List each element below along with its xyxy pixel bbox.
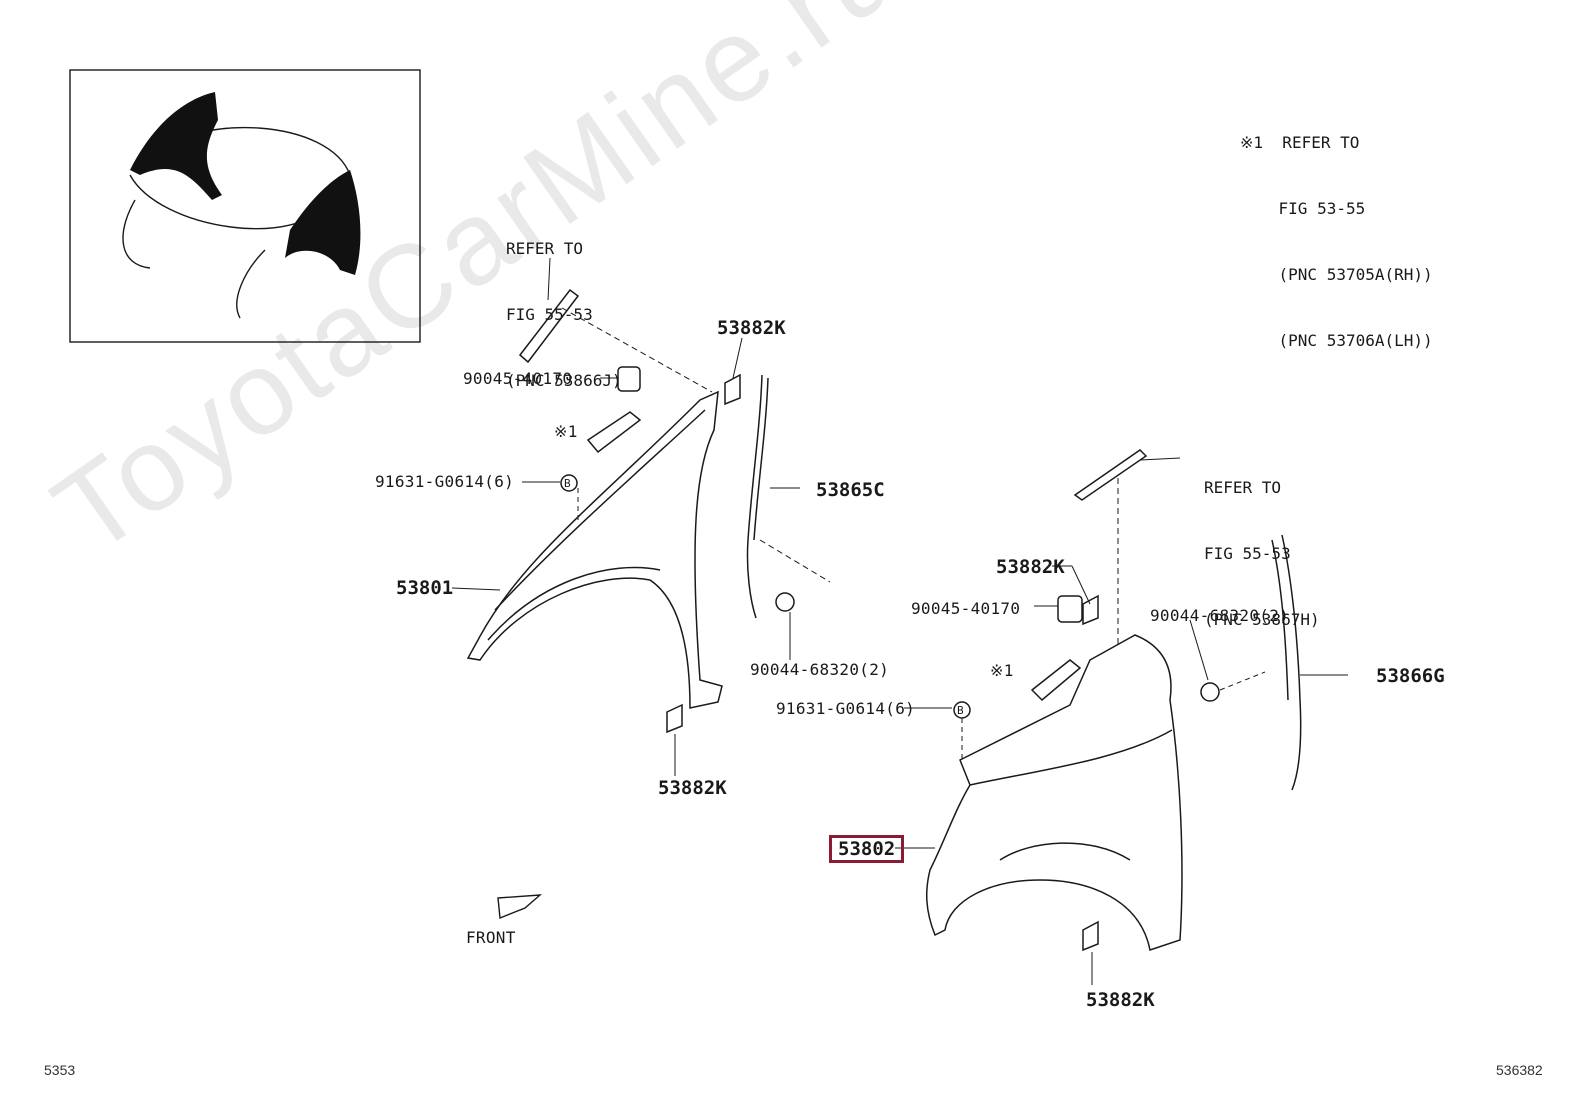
note-top-right: ※1 REFER TO FIG 53-55 (PNC 53705A(RH)) (… [1240, 133, 1433, 350]
label-91631-left: 91631-G0614(6) [375, 472, 515, 491]
label-53802-highlighted[interactable]: 53802 [829, 835, 905, 863]
inset-left-fender [130, 92, 222, 200]
left-pad-top [724, 373, 741, 406]
label-90044-left: 90044-68320(2) [750, 660, 890, 679]
label-90044-right: 90044-68320(2) [1150, 606, 1290, 625]
right-pad-bottom [1082, 920, 1099, 952]
left-bolt-b [560, 474, 578, 492]
right-top-molding [1073, 449, 1148, 501]
left-fender-53801 [466, 390, 723, 709]
label-90045-right: 90045-40170 [911, 599, 1021, 618]
front-arrow-icon [497, 894, 543, 919]
left-top-molding [518, 288, 580, 364]
left-clip-90045 [617, 366, 641, 392]
label-note1-right: ※1 [990, 661, 1014, 680]
inset-liner-outline [122, 199, 266, 319]
label-53882k-right-top: 53882K [996, 556, 1065, 578]
right-clip-90044 [1200, 682, 1220, 702]
right-seal-53866g [1281, 534, 1302, 791]
footer-left-code: 5353 [44, 1062, 76, 1078]
right-bracket [1030, 659, 1082, 702]
label-53801: 53801 [396, 577, 454, 599]
right-pad-top [1082, 594, 1099, 626]
label-91631-right: 91631-G0614(6) [776, 699, 916, 718]
inset-right-fender [285, 170, 361, 275]
note-refer-right: REFER TO FIG 55-53 (PNC 53867H) [1204, 478, 1320, 629]
label-53866g: 53866G [1376, 665, 1445, 687]
inset-frame [69, 69, 421, 343]
label-front: FRONT [466, 928, 516, 947]
right-fender-53802 [925, 634, 1183, 951]
label-90045-left: 90045-40170 [463, 369, 573, 388]
label-53882k-left-bottom: 53882K [658, 777, 727, 799]
label-note1-left: ※1 [554, 422, 578, 441]
note-refer-left: REFER TO FIG 55-53 (PNC 53866J) [506, 239, 622, 390]
left-clip-90044 [775, 592, 795, 612]
left-seal-53865c [746, 374, 763, 619]
right-clip-90045 [1057, 595, 1083, 623]
bolt-b-left: B [564, 477, 571, 490]
label-53882k-right-bottom: 53882K [1086, 989, 1155, 1011]
left-bracket [586, 411, 642, 454]
label-53882k-left-top: 53882K [717, 317, 786, 339]
footer-right-code: 536382 [1496, 1062, 1543, 1078]
label-53865c: 53865C [816, 479, 885, 501]
left-pad-bottom [666, 703, 683, 734]
bolt-b-right: B [957, 704, 964, 717]
